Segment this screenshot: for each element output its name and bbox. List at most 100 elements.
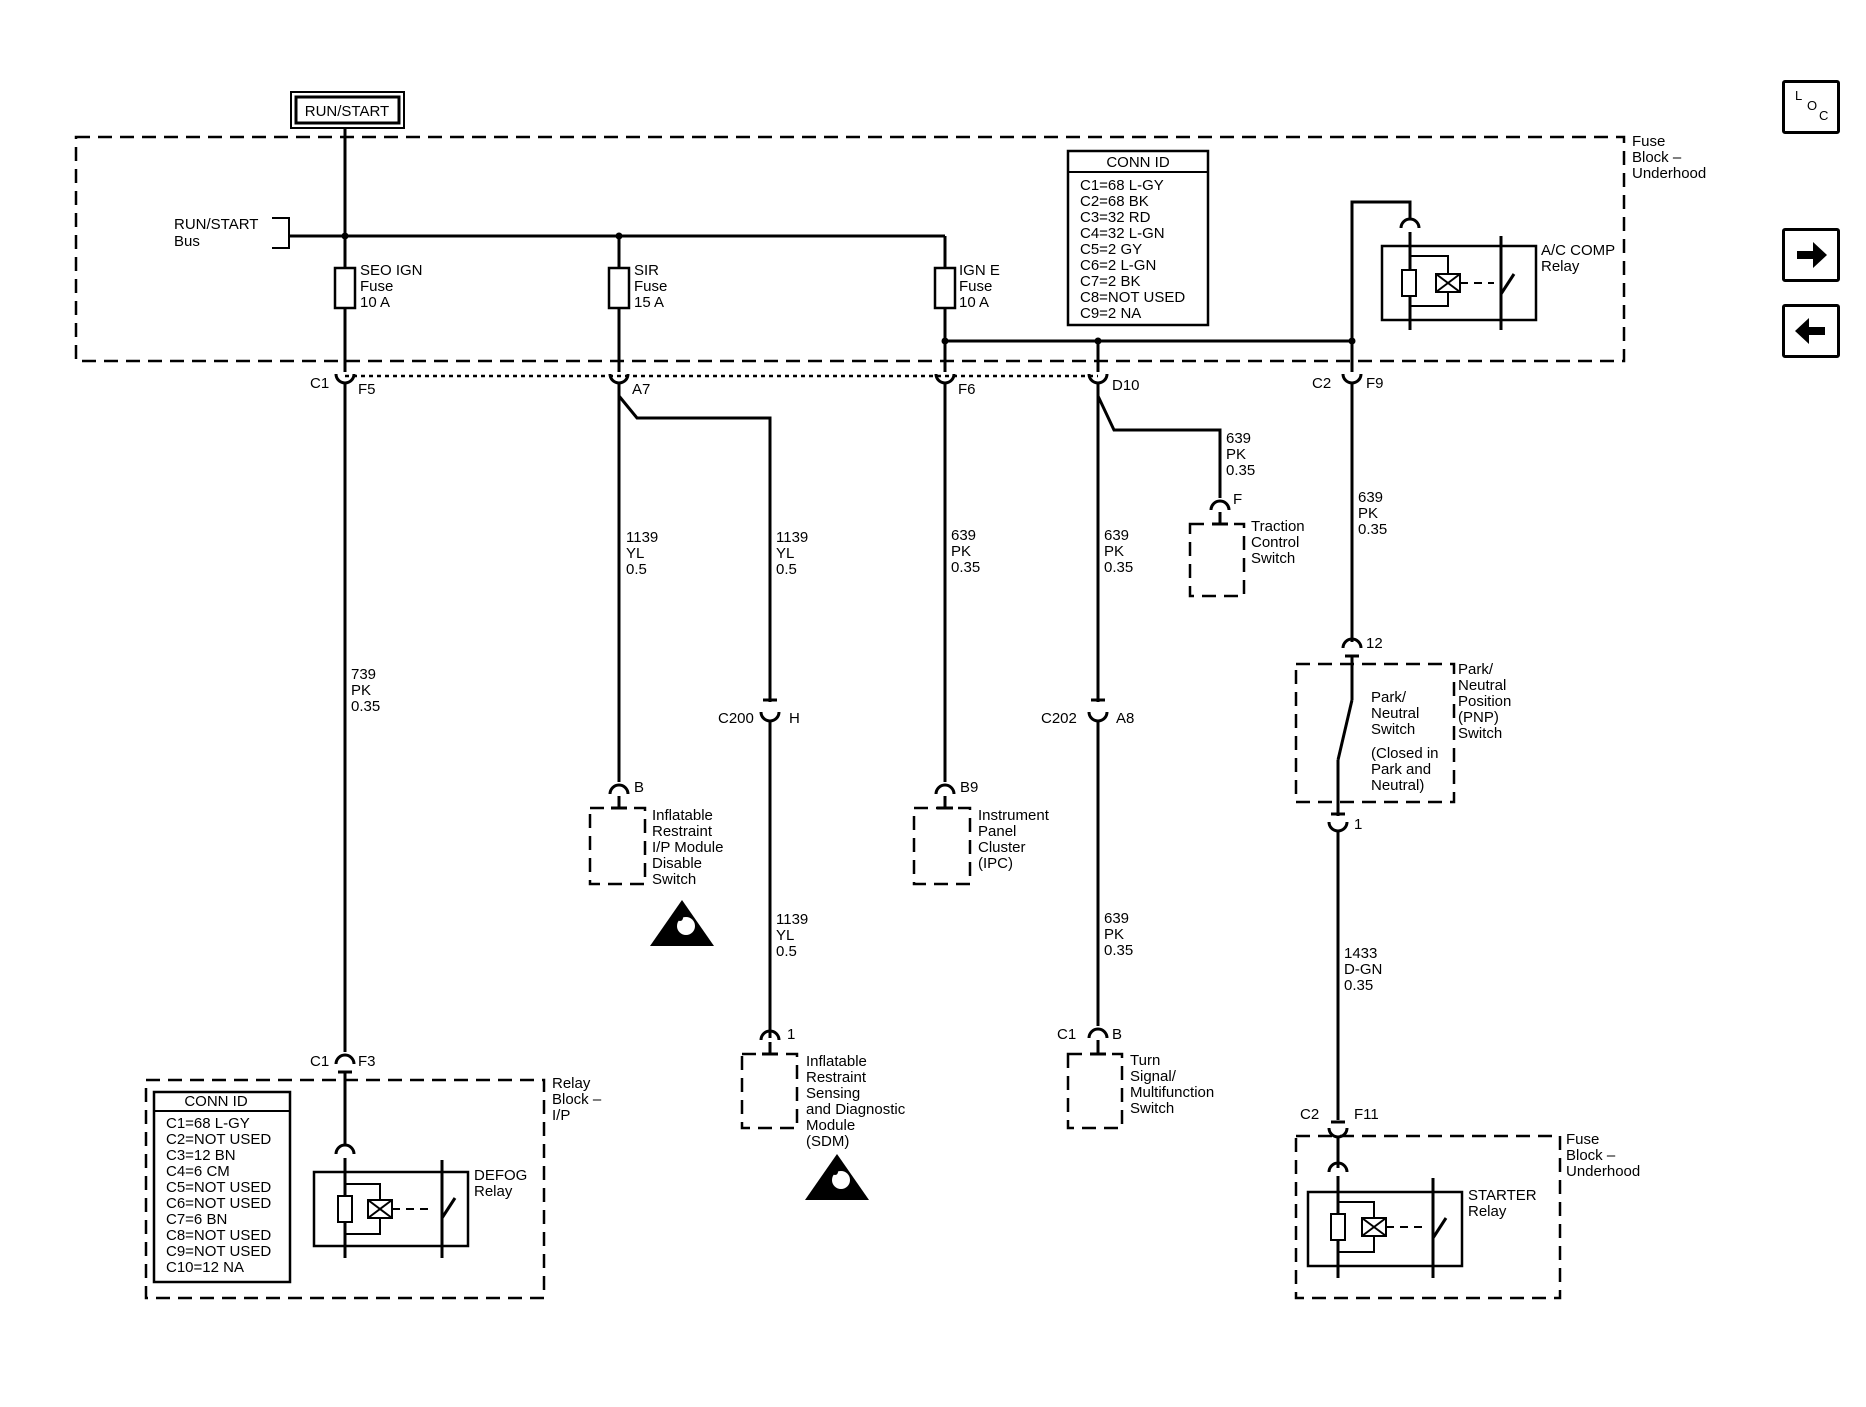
conn-f9-label: F9 <box>1366 375 1384 392</box>
svg-text:PK: PK <box>351 682 371 699</box>
defog-relay-label-1: DEFOG <box>474 1167 527 1184</box>
ir-switch-label-1: Inflatable <box>652 807 713 824</box>
svg-text:0.5: 0.5 <box>776 561 797 578</box>
turn-signal-switch: C1 B Turn Signal/ Multifunction Switch <box>1057 1026 1214 1130</box>
fuse-seo-label-2: Fuse <box>360 278 393 295</box>
label-639-b: 639 PK 0.35 <box>1104 527 1133 576</box>
label-1139-b: 1139 YL 0.5 <box>776 529 808 578</box>
loc-button[interactable]: L O C <box>1782 80 1840 134</box>
conn-id-top-row: C8=NOT USED <box>1080 289 1185 306</box>
ipc-label-2: Panel <box>978 823 1016 840</box>
bus-label-1: RUN/START <box>174 216 258 233</box>
conn-c1-f3-f3: F3 <box>358 1053 376 1070</box>
label-639-c: 639 PK 0.35 <box>1226 430 1255 479</box>
label-639-e: 639 PK 0.35 <box>1358 489 1387 538</box>
conn-c2-f11-c2: C2 <box>1300 1106 1319 1123</box>
pnp-note-1: (Closed in <box>1371 745 1439 762</box>
conn-id-bottom-row: C6=NOT USED <box>166 1195 271 1212</box>
pnp-note-2: Park and <box>1371 761 1431 778</box>
source-label: RUN/START <box>305 103 389 120</box>
svg-text:PK: PK <box>951 543 971 560</box>
loc-icon: L O C <box>1795 88 1828 123</box>
fuse-seo-rating: 10 A <box>360 294 390 311</box>
conn-f6-label: F6 <box>958 381 976 398</box>
relay-block-label-3: I/P <box>552 1107 570 1124</box>
pnp-inner-label-1: Park/ <box>1371 689 1407 706</box>
sdm-label-1: Inflatable <box>806 1053 867 1070</box>
conn-id-bottom-row: C3=12 BN <box>166 1147 236 1164</box>
fuse-igne-label: IGN E <box>959 262 1000 279</box>
fuse-seo-ign: SEO IGN Fuse 10 A <box>333 236 423 372</box>
conn-id-bottom-row: C5=NOT USED <box>166 1179 271 1196</box>
conn-id-top: CONN ID C1=68 L-GY C2=68 BK C3=32 RD C4=… <box>1066 149 1210 327</box>
conn-c1-f3-c1: C1 <box>310 1053 329 1070</box>
svg-text:639: 639 <box>1104 910 1129 927</box>
fuse-block-bottom-label-3: Underhood <box>1566 1163 1640 1180</box>
starter-relay-label-2: Relay <box>1468 1203 1507 1220</box>
pnp-outer-4: (PNP) <box>1458 709 1499 726</box>
svg-text:1433: 1433 <box>1344 945 1377 962</box>
instrument-panel-cluster: B9 Instrument Panel Cluster (IPC) <box>912 779 1050 886</box>
label-1433: 1433 D-GN 0.35 <box>1344 945 1382 994</box>
conn-id-top-title: CONN ID <box>1106 154 1170 171</box>
conn-id-bottom-row: C4=6 CM <box>166 1163 230 1180</box>
svg-text:YL: YL <box>626 545 644 562</box>
bus-label-2: Bus <box>174 233 200 250</box>
sdm-label-3: Sensing <box>806 1085 860 1102</box>
svg-text:O: O <box>1807 98 1817 113</box>
conn-id-bottom-row: C2=NOT USED <box>166 1131 271 1148</box>
label-1139-a: 1139 YL 0.5 <box>626 529 658 578</box>
ipc-label-4: (IPC) <box>978 855 1013 872</box>
airbag-warning-icon <box>650 900 714 946</box>
svg-text:1139: 1139 <box>776 911 808 928</box>
fuse-sir-label-2: Fuse <box>634 278 667 295</box>
connector-c202-a8: C202 A8 <box>1041 698 1134 1026</box>
defog-relay-label-2: Relay <box>474 1183 513 1200</box>
fuse-igne-label-2: Fuse <box>959 278 992 295</box>
relay-block-label-2: Block – <box>552 1091 602 1108</box>
label-739: 739 PK 0.35 <box>351 666 380 715</box>
conn-id-top-row: C4=32 L-GN <box>1080 225 1165 242</box>
connector-c1-f3: C1 F3 <box>310 1053 376 1146</box>
arrow-left-icon <box>1795 318 1825 344</box>
arrow-right-icon <box>1797 242 1827 268</box>
connector-d10: D10 <box>1087 373 1140 394</box>
conn-id-bottom-title: CONN ID <box>184 1093 248 1110</box>
svg-text:1139: 1139 <box>626 529 658 546</box>
pnp-switch: 12 1 Park/ Neutral Switch (Closed in Par… <box>1294 635 1511 1120</box>
svg-text:0.35: 0.35 <box>951 559 980 576</box>
conn-c200-label: C200 <box>718 710 754 727</box>
sdm-module: 1 Inflatable Restraint Sensing and Diagn… <box>740 1026 906 1200</box>
conn-id-top-row: C2=68 BK <box>1080 193 1149 210</box>
starter-relay: STARTER Relay <box>1306 1136 1537 1278</box>
turn-label-3: Multifunction <box>1130 1084 1214 1101</box>
svg-text:PK: PK <box>1358 505 1378 522</box>
svg-text:PK: PK <box>1104 543 1124 560</box>
wire-639-c <box>1096 395 1222 498</box>
turn-label-4: Switch <box>1130 1100 1174 1117</box>
svg-text:1139: 1139 <box>776 529 808 546</box>
pnp-outer-1: Park/ <box>1458 661 1494 678</box>
svg-text:0.35: 0.35 <box>1226 462 1255 479</box>
ipc-label-3: Cluster <box>978 839 1026 856</box>
conn-id-bottom: CONN ID C1=68 L-GY C2=NOT USED C3=12 BN … <box>152 1090 292 1284</box>
svg-text:0.35: 0.35 <box>1104 559 1133 576</box>
fuse-block-top-outline <box>74 135 1626 363</box>
fuse-sir-label: SIR <box>634 262 659 279</box>
svg-text:639: 639 <box>1104 527 1129 544</box>
ir-switch-label-2: Restraint <box>652 823 713 840</box>
relay-block-label-1: Relay <box>552 1075 591 1092</box>
svg-text:YL: YL <box>776 545 794 562</box>
pnp-outer-5: Switch <box>1458 725 1502 742</box>
fuse-block-bottom-label-2: Block – <box>1566 1147 1616 1164</box>
conn-c2-f11-f11: F11 <box>1354 1106 1379 1123</box>
conn-f-label: F <box>1233 491 1242 508</box>
connector-c2-f9: C2 F9 <box>1312 373 1384 392</box>
relay-block-ip: Relay Block – I/P <box>144 1075 602 1300</box>
sdm-label-4: and Diagnostic <box>806 1101 906 1118</box>
previous-page-button[interactable] <box>1782 304 1840 358</box>
wire-1139-b <box>617 395 772 702</box>
next-page-button[interactable] <box>1782 228 1840 282</box>
label-1139-c: 1139 YL 0.5 <box>776 911 808 960</box>
